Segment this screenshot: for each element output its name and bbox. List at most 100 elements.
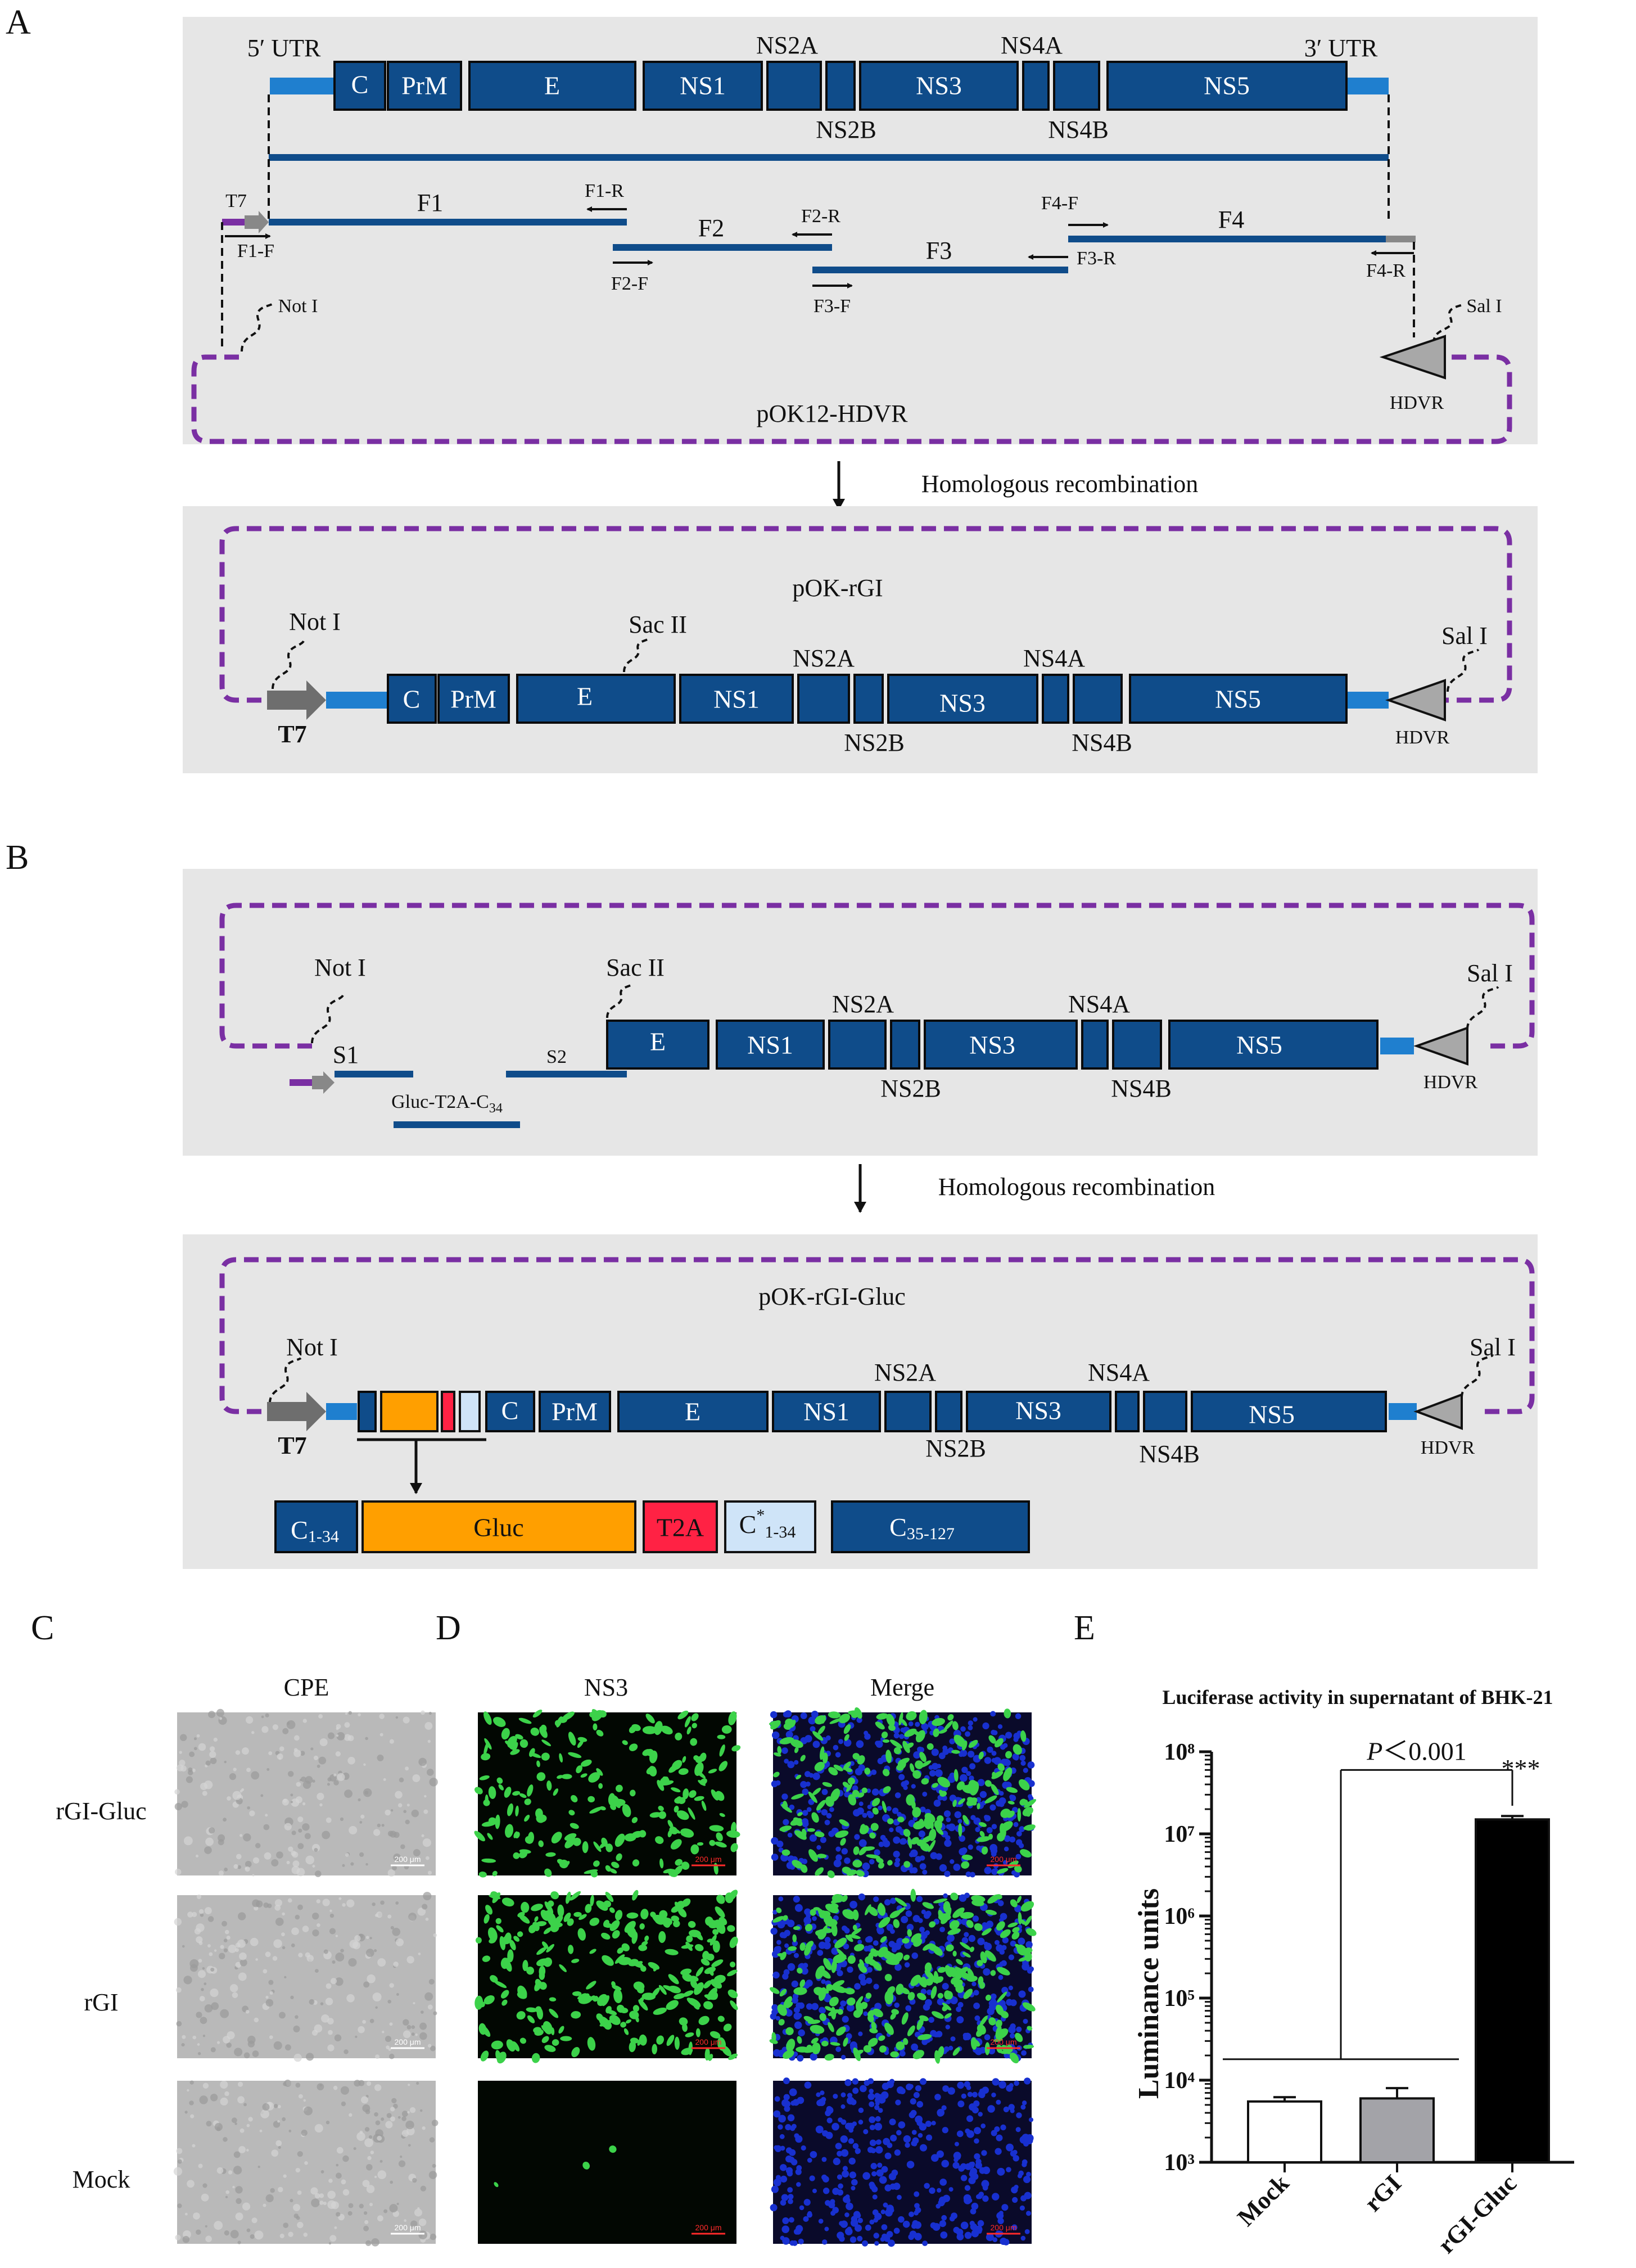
sali-label-b2: Sal I	[1470, 1333, 1516, 1361]
gene-c1-mini	[358, 1391, 377, 1432]
gene-ns5-b2-label: NS5	[1249, 1400, 1295, 1429]
plasmid-label-a: pOK12-HDVR	[757, 400, 909, 427]
ns4b-label-b2: NS4B	[1139, 1440, 1200, 1468]
x-tick-label: Mock	[1232, 2169, 1294, 2231]
product-label-a: pOK-rGI	[792, 574, 883, 602]
ns4b-label-2: NS4B	[1072, 729, 1132, 756]
gene-e-2	[516, 674, 676, 724]
gene-ns5-b	[1168, 1020, 1379, 1070]
gene-e-b-label: E	[650, 1027, 666, 1056]
gene-ns4b	[1053, 61, 1100, 111]
genome-b-top: E NS1 NS3 NS5	[606, 1020, 1379, 1070]
gene-ns1-label: NS1	[680, 71, 726, 100]
f3-label: F3	[926, 237, 952, 264]
significance-stars: ***	[1502, 1754, 1540, 1783]
gene-gluc-mini	[380, 1391, 439, 1432]
plasmid-b-top	[219, 903, 1535, 1049]
genome-a-top: C PrM E NS1 NS3 NS5	[333, 61, 1348, 111]
utr3-bar-b	[1380, 1038, 1414, 1054]
hdvr-label-a2: HDVR	[1395, 727, 1450, 748]
utr5-bar	[270, 78, 335, 94]
scale-bar-label: 200 μm	[991, 2223, 1017, 2232]
f3r-label: F3-R	[1077, 248, 1116, 269]
gene-ns4b-b2	[1143, 1391, 1187, 1432]
gene-e-2-label: E	[577, 682, 593, 711]
f4-label: F4	[1218, 206, 1244, 233]
plasmid-pok12	[191, 354, 1512, 444]
ns2b-label-b2: NS2B	[925, 1435, 986, 1462]
ns2a-label-2: NS2A	[793, 644, 855, 672]
gene-e-b2	[617, 1391, 769, 1432]
gene-ns4b-b	[1112, 1020, 1162, 1070]
ns2b-label-b: NS2B	[880, 1075, 941, 1102]
noti-squiggle-a2	[272, 640, 305, 689]
chart-title: Luciferase activity in supernatant of BH…	[1163, 1686, 1553, 1708]
gene-ns1-b2-label: NS1	[803, 1397, 849, 1426]
x-tick-label: rGI	[1359, 2169, 1407, 2217]
gene-prm-2	[437, 674, 510, 724]
hdvr-triangle-a2	[1385, 679, 1446, 722]
hdvr-label-b: HDVR	[1423, 1072, 1478, 1093]
scale-bar-label: 200 μm	[395, 1855, 421, 1864]
y-tick-label: 10⁷	[1164, 1821, 1195, 1847]
gene-ns3-b2	[966, 1391, 1111, 1432]
cpe-title: CPE	[284, 1674, 329, 1701]
f1f-label: F1-F	[237, 241, 274, 261]
sali-label-a: Sal I	[1466, 296, 1502, 317]
gene-c-label: C	[351, 70, 369, 99]
hdvr-triangle-a	[1379, 335, 1446, 380]
panel-e-label: E	[1074, 1609, 1095, 1647]
cassette-c35-label: C35-127	[889, 1513, 955, 1543]
scale-bar-label: 200 μm	[395, 2037, 421, 2046]
sacii-squiggle-b	[606, 983, 634, 1018]
gene-prm-label: PrM	[401, 71, 448, 100]
ns3-title: NS3	[584, 1674, 628, 1701]
genome-a-bottom: C PrM E NS1 NS3 NS5	[387, 674, 1348, 724]
noti-label-a: Not I	[278, 296, 318, 317]
gene-c-b2	[485, 1391, 535, 1432]
gene-ns5-2	[1129, 674, 1348, 724]
gene-ns1-b-label: NS1	[747, 1031, 793, 1059]
gene-ns2b-b	[890, 1020, 920, 1070]
cassette-t2a	[643, 1500, 718, 1553]
cassette-gluc-label: Gluc	[473, 1513, 523, 1542]
f4f-label: F4-F	[1041, 193, 1078, 214]
scale-bar-label: 200 μm	[695, 2223, 722, 2232]
ns2a-label: NS2A	[756, 31, 818, 59]
cassette-gluc	[361, 1500, 636, 1553]
gene-prm-2-label: PrM	[450, 685, 496, 714]
f2-label: F2	[698, 214, 724, 242]
gene-prm-b2-label: PrM	[552, 1397, 598, 1426]
t7-big-arrow-a	[267, 680, 326, 720]
sali-squiggle-a2	[1447, 648, 1480, 692]
ns2b-label-2: NS2B	[844, 729, 905, 756]
y-tick-label: 10⁶	[1164, 1904, 1195, 1929]
panel-a-box-bottom	[183, 506, 1538, 773]
utr5-bar-b2	[326, 1403, 357, 1420]
scale-bar-label: 200 μm	[991, 1855, 1017, 1864]
y-tick-label: 10⁸	[1164, 1739, 1195, 1765]
gene-ns4a-b	[1081, 1020, 1109, 1070]
f2r-label: F2-R	[801, 206, 840, 227]
hdvr-label-a: HDVR	[1390, 393, 1444, 413]
sali-squiggle-b	[1466, 986, 1499, 1030]
product-label-b: pOK-rGI-Gluc	[758, 1283, 905, 1310]
gene-ns4a-b2	[1115, 1391, 1140, 1432]
gene-ns2b	[825, 61, 856, 111]
recomb-label-a: Homologous recombination	[921, 470, 1199, 498]
bar	[1359, 2097, 1435, 2163]
gene-ns4a	[1022, 61, 1050, 111]
sali-squiggle-b2	[1461, 1354, 1494, 1398]
image-ns3-mock	[478, 2081, 736, 2244]
noti-label-b: Not I	[314, 954, 366, 981]
gene-ns2a-b2	[884, 1391, 932, 1432]
cassette-c35	[831, 1500, 1030, 1553]
noti-squiggle-a	[241, 303, 274, 352]
gene-c	[333, 61, 386, 111]
ns4a-label-b2: NS4A	[1088, 1359, 1150, 1386]
gene-ns5-b2	[1191, 1391, 1387, 1432]
gene-e-b2-label: E	[685, 1397, 701, 1426]
t7-small-label: T7	[225, 191, 247, 211]
